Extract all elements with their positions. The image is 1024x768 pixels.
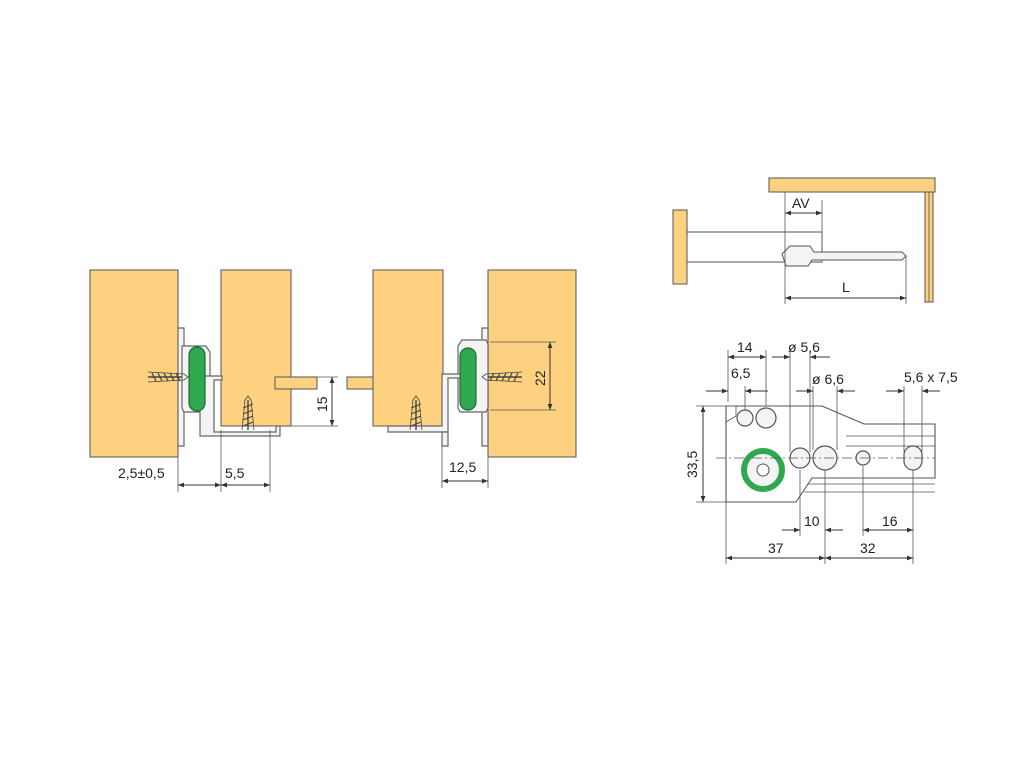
- mounting-hole: [755, 407, 777, 429]
- roller-icon: [459, 347, 477, 411]
- roller-icon: [188, 346, 206, 412]
- dim-depth-label: 12,5: [449, 459, 476, 475]
- roller-hub: [756, 463, 770, 477]
- drawer-side-panel-left: [220, 269, 292, 427]
- rail-edge-lines: [804, 435, 935, 493]
- drawer-front-panel: [672, 209, 688, 285]
- mounting-plate-inner-step: [725, 406, 737, 423]
- left-section-view: 2,5±0,5 5,5 15: [89, 269, 338, 492]
- dim-6-5-label: 6,5: [731, 365, 751, 381]
- right-section-view: 22 12,5: [346, 269, 577, 488]
- dim-10-label: 10: [804, 513, 820, 529]
- dim-dia-6-6-label: ø 6,6: [812, 371, 844, 387]
- dim-length-label: L: [842, 279, 850, 295]
- dim-rail-width-label: 5,5: [225, 465, 245, 481]
- mounting-hole: [736, 409, 754, 427]
- cabinet-side-panel-left: [89, 269, 179, 458]
- dim-av-label: AV: [792, 195, 810, 211]
- dim-height-15-label: 15: [314, 396, 330, 412]
- cabinet-top-panel: [768, 177, 936, 193]
- drawer-rail-bracket-right: [441, 431, 449, 447]
- drawer-side-panel-right: [372, 269, 444, 427]
- drawer-rail-profile-left: [199, 375, 281, 437]
- dim-height-22-label: 22: [532, 370, 548, 386]
- dim-side-gap-label: 2,5±0,5: [118, 465, 165, 481]
- dim-16-label: 16: [882, 513, 898, 529]
- dim-33-5-label: 33,5: [684, 451, 700, 478]
- slide-side-profile: [781, 245, 907, 267]
- side-view: AV L: [672, 177, 936, 304]
- dim-14-label: 14: [737, 339, 753, 355]
- drawer-bottom-left: [274, 376, 318, 390]
- cabinet-side-panel-right: [487, 269, 577, 458]
- dim-dia-5-6-label: ø 5,6: [788, 339, 820, 355]
- dim-slot-label: 5,6 x 7,5: [904, 369, 958, 385]
- hole-pattern-view: 14 6,5 ø 5,6 ø 6,6 5,6 x 7,5 33,5: [684, 339, 958, 564]
- dim-37-label: 37: [768, 540, 784, 556]
- dim-32-label: 32: [860, 540, 876, 556]
